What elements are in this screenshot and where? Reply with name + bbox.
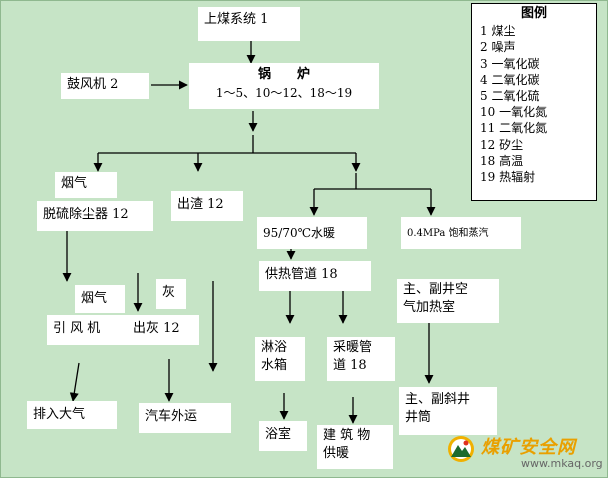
legend-item: 10 一氧化氮 [480,105,548,120]
shaft-heating-line2: 气加热室 [403,300,456,315]
boiler-box: 锅 炉 1～5、10～12、18～19 [189,63,379,109]
legend-item: 4 二氧化碳 [480,72,540,87]
ash-box: 灰 [156,279,186,309]
mountain-logo-icon [448,436,474,462]
hot-water-label: 95/70℃水暖 [263,226,336,240]
legend-item: 3 一氧化碳 [480,56,540,71]
hot-water-box: 95/70℃水暖 [257,217,367,249]
flue-gas2-box: 烟气 [75,285,125,313]
incline-shaft-line2: 井筒 [405,410,432,425]
truck-box: 汽车外运 [139,403,231,433]
shower-tank-line2: 水箱 [261,358,288,373]
shower-tank-box: 淋浴 水箱 [255,337,305,381]
boiler-hazards: 1～5、10～12、18～19 [215,86,353,100]
legend-item: 2 噪声 [480,40,516,55]
site-watermark: 煤矿安全网 www.mkaq.org [447,433,605,475]
slag-box: 出渣 12 [171,191,243,221]
legend-item: 5 二氧化硫 [480,89,540,104]
desulfurizer-label: 脱硫除尘器 12 [43,207,129,222]
exhaust-box: 排入大气 [27,401,117,429]
legend-title: 图例 [520,6,547,21]
ash-out-label: 出灰 12 [133,321,180,336]
legend-item: 12 矽尘 [480,137,524,152]
legend-item: 19 热辐射 [480,170,536,185]
bathroom-label: 浴室 [265,427,292,442]
legend-item: 18 高温 [480,153,524,168]
ash-out-box: 出灰 12 [127,315,199,345]
incline-shaft-line1: 主、副斜井 [405,392,471,407]
heating-pipe2-box: 采暖管 道 18 [327,337,395,381]
watermark-url: www.mkaq.org [521,457,603,470]
building-heating-box: 建 筑 物 供暖 [317,425,393,469]
flue-gas2-label: 烟气 [81,291,108,306]
legend-item: 11 二氧化氮 [480,121,548,136]
heating-pipe2-line2: 道 18 [333,358,367,373]
slag-label: 出渣 12 [177,197,224,212]
coal-supply-label: 上煤系统 1 [204,12,269,27]
building-heating-line1: 建 筑 物 [323,428,371,443]
ash-label: 灰 [162,285,176,300]
blower-label: 鼓风机 2 [67,77,119,92]
watermark-title: 煤矿安全网 [481,437,576,458]
legend-item: 1 煤尘 [480,24,516,39]
exhaust-label: 排入大气 [33,407,86,422]
steam-box: 0.4MPa 饱和蒸汽 [401,217,521,249]
desulfurizer-box: 脱硫除尘器 12 [37,201,153,231]
coal-supply-box: 上煤系统 1 [198,7,300,41]
induced-fan-label: 引 风 机 [53,321,101,336]
heating-pipe-label: 供热管道 18 [265,267,338,282]
flue-gas-box: 烟气 [55,172,117,198]
heating-pipe2-line1: 采暖管 [333,340,373,355]
shaft-heating-line1: 主、副井空 [403,282,469,297]
induced-fan-box: 引 风 机 [47,315,127,345]
blower-box: 鼓风机 2 [61,73,149,99]
arrow-fan-exhaust [69,362,80,402]
truck-label: 汽车外运 [145,409,198,424]
incline-shaft-box: 主、副斜井 井筒 [399,387,497,435]
legend-panel: 图例 1 煤尘 2 噪声 3 一氧化碳 4 二氧化碳 5 二氧化硫 10 一氧化… [471,3,597,201]
shower-tank-line1: 淋浴 [261,340,288,355]
heating-pipe-box: 供热管道 18 [259,261,371,291]
shaft-heating-box: 主、副井空 气加热室 [397,279,499,323]
bathroom-box: 浴室 [259,421,307,451]
steam-label: 0.4MPa 饱和蒸汽 [407,228,489,239]
building-heating-line2: 供暖 [323,446,350,461]
flue-gas-label: 烟气 [61,176,88,191]
boiler-title: 锅 炉 [257,67,310,82]
